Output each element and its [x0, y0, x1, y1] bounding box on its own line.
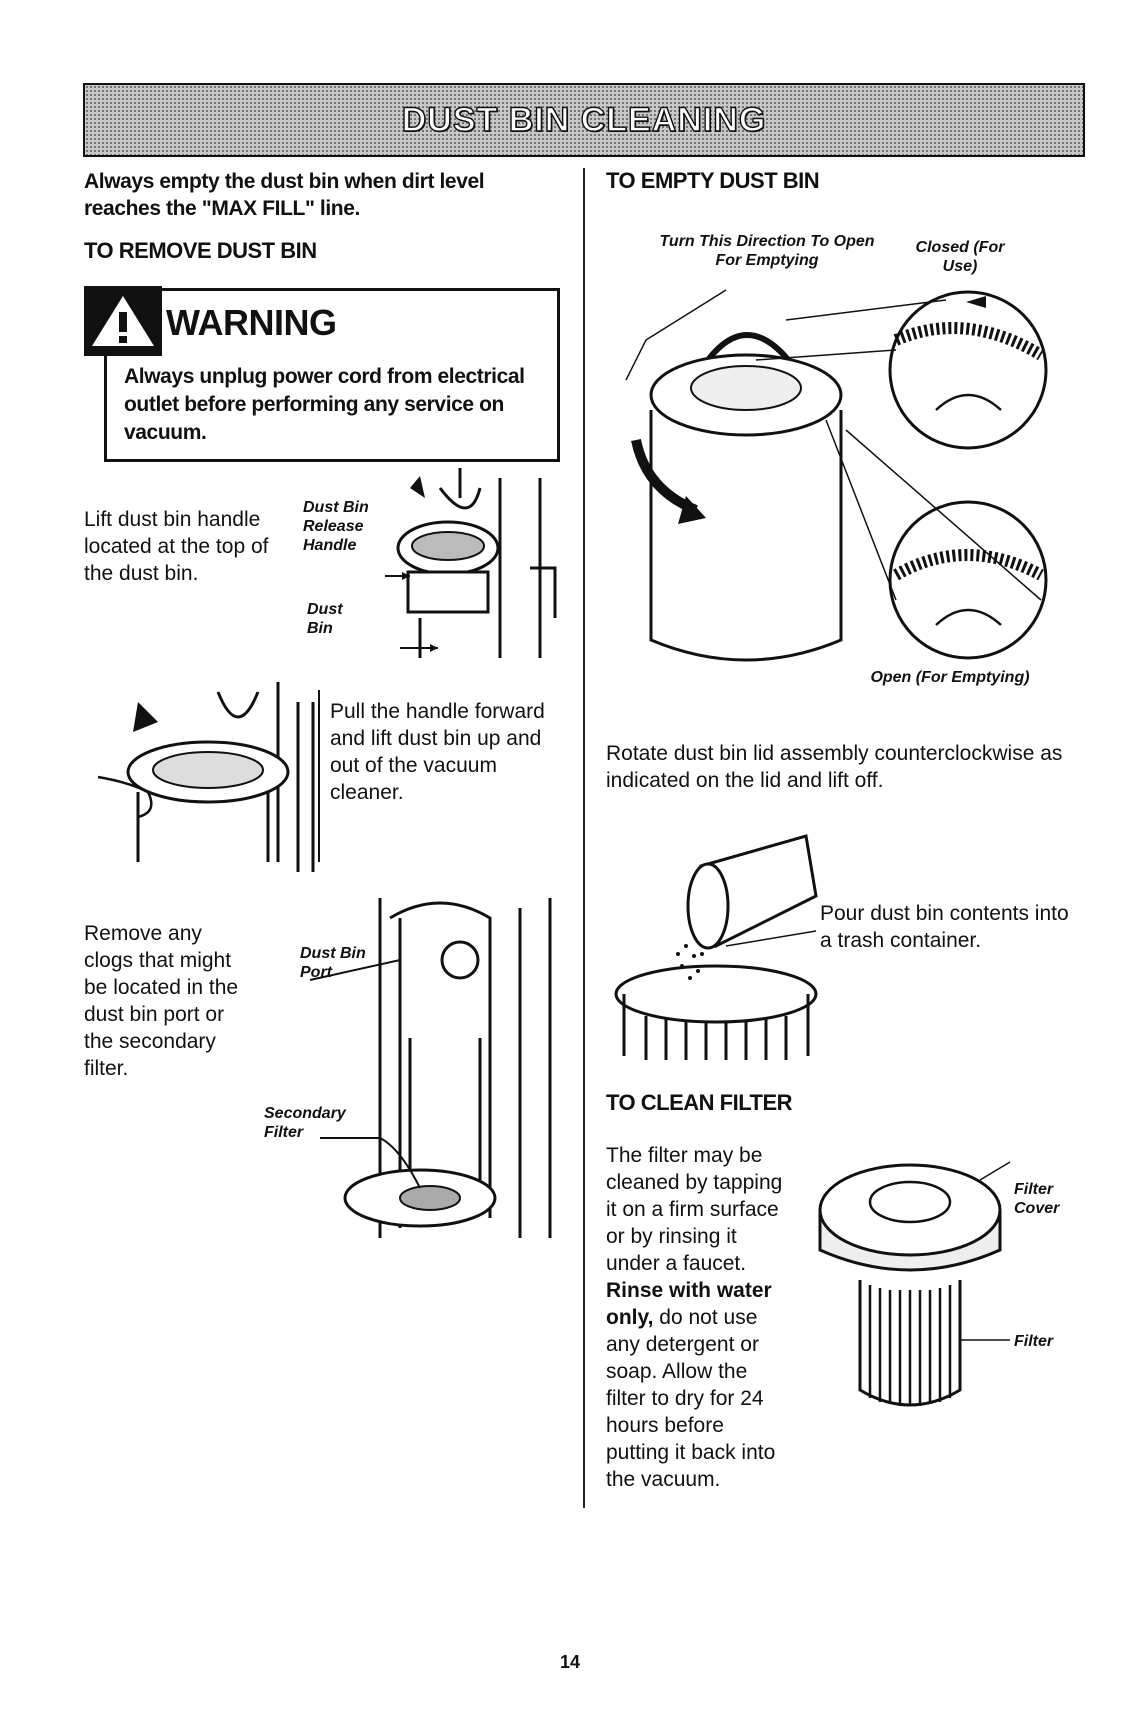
section-title: DUST BIN CLEANING — [401, 100, 767, 139]
step-lift-handle-text: Lift dust bin handle located at the top … — [84, 508, 269, 585]
warning-title: WARNING — [166, 302, 337, 343]
turn-direction-label: Turn This Direction To Open For Emptying — [659, 233, 875, 269]
intro-text: Always empty the dust bin when dirt leve… — [84, 170, 485, 220]
secondary-filter-label: Secondary Filter — [264, 1105, 346, 1141]
warning-triangle-icon — [92, 296, 154, 346]
filter-text-pre: The filter may be cleaned by tapping it … — [606, 1144, 783, 1275]
filter-label: Filter — [1014, 1333, 1054, 1350]
filter-illustration — [810, 1150, 1020, 1420]
filter-text-bold: Rinse with water only, — [606, 1279, 772, 1329]
dust-bin-label: Dust Bin — [307, 601, 343, 637]
pour-contents-text: Pour dust bin contents into a trash cont… — [820, 902, 1069, 952]
filter-text-post: do not use any detergent or soap. Allow … — [606, 1306, 776, 1491]
clean-filter-heading: TO CLEAN FILTER — [606, 1090, 793, 1115]
closed-label: Closed (For Use) — [915, 239, 1005, 275]
handle-release-illustration — [385, 468, 560, 664]
step-remove-clogs-text: Remove any clogs that might be located i… — [84, 922, 239, 1080]
page-number: 14 — [560, 1652, 581, 1672]
step-separator — [318, 690, 320, 862]
pour-contents-illustration — [606, 826, 826, 1060]
rotate-lid-text: Rotate dust bin lid assembly countercloc… — [606, 742, 1063, 792]
warning-box — [104, 288, 560, 462]
section-banner: DUST BIN CLEANING — [83, 83, 1085, 157]
warning-text: Always unplug power cord from electrical… — [124, 365, 525, 444]
release-handle-label: Dust Bin Release Handle — [303, 499, 369, 554]
pull-bin-illustration — [98, 682, 328, 872]
lid-rotation-diagram — [606, 280, 1046, 670]
filter-cover-label: Filter Cover — [1014, 1181, 1060, 1217]
empty-dust-bin-heading: TO EMPTY DUST BIN — [606, 168, 820, 193]
step-pull-handle-text: Pull the handle forward and lift dust bi… — [330, 700, 545, 804]
open-label: Open (For Emptying) — [870, 669, 1030, 686]
remove-dust-bin-heading: TO REMOVE DUST BIN — [84, 238, 317, 263]
column-divider — [583, 168, 585, 1508]
filter-instructions: The filter may be cleaned by tapping it … — [606, 1142, 784, 1493]
dust-bin-port-illustration — [310, 888, 560, 1248]
